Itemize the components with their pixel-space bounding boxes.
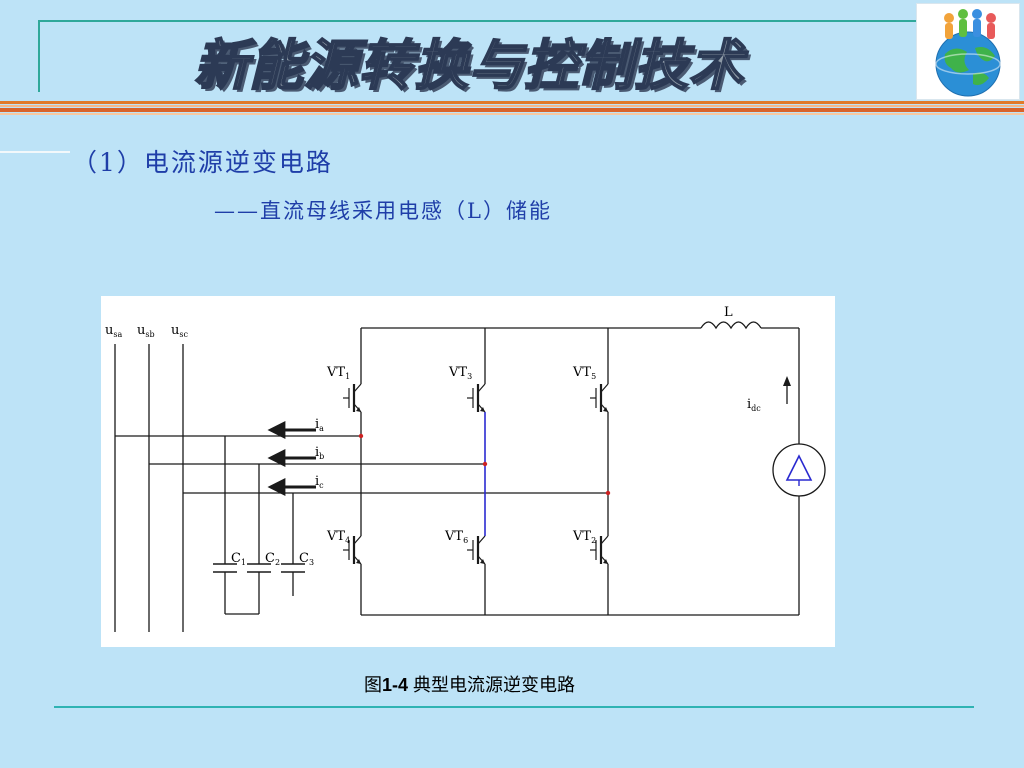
caption-number: 1-4	[382, 675, 409, 695]
svg-text:VT2: VT2	[572, 529, 596, 545]
circuit-wires	[114, 327, 800, 632]
switch-labels: VT1 VT3 VT5 VT4 VT6 VT2	[326, 365, 596, 545]
svg-text:ib: ib	[315, 445, 324, 461]
svg-text:VT3: VT3	[448, 365, 472, 381]
frame-vertical-line	[38, 20, 40, 92]
svg-text:VT5: VT5	[572, 365, 596, 381]
source-labels: usa usb usc	[105, 323, 188, 339]
igbt-vt3	[465, 382, 487, 414]
igbt-vt6	[465, 534, 487, 566]
svg-text:usa: usa	[105, 323, 122, 339]
title-underline-band	[0, 101, 1024, 115]
svg-text:usb: usb	[137, 323, 155, 339]
svg-text:usc: usc	[171, 323, 188, 339]
caption-prefix: 图	[364, 675, 382, 695]
figure-caption: 图1-4 典型电流源逆变电路	[364, 671, 575, 697]
heading-accent-line	[0, 151, 70, 153]
section-subheading: ——直流母线采用电感（L）储能	[214, 199, 552, 223]
svg-text:VT6: VT6	[444, 529, 468, 545]
junction-nodes	[358, 433, 611, 496]
inductor-coil	[700, 321, 762, 330]
slide-title: 新能源转换与控制技术	[193, 33, 744, 98]
footer-line	[54, 706, 974, 708]
igbt-vt5	[588, 382, 610, 414]
current-labels: ia ib ic	[315, 417, 324, 490]
inductor-label: L	[724, 305, 733, 320]
svg-text:C1: C1	[231, 551, 246, 567]
capacitor-labels: C1 C2 C3	[231, 551, 314, 567]
svg-text:VT4: VT4	[326, 529, 350, 545]
svg-text:VT1: VT1	[326, 365, 350, 381]
frame-horizontal-line	[38, 20, 918, 22]
dc-current-label: idc	[747, 397, 761, 413]
svg-text:ia: ia	[315, 417, 324, 433]
capacitors	[213, 563, 305, 573]
phase-current-arrows	[267, 421, 316, 496]
globe-people-logo	[916, 3, 1020, 100]
section-heading: （1）电流源逆变电路	[72, 148, 333, 177]
svg-text:C3: C3	[299, 551, 314, 567]
caption-text: 典型电流源逆变电路	[408, 675, 576, 695]
igbt-vt1	[341, 382, 363, 414]
svg-text:C2: C2	[265, 551, 280, 567]
svg-text:ic: ic	[315, 474, 324, 490]
current-source-symbol	[772, 376, 826, 497]
current-source-inverter-diagram: usa usb usc VT1 VT3 VT5 VT4 VT6 VT2 ia i…	[101, 296, 835, 647]
